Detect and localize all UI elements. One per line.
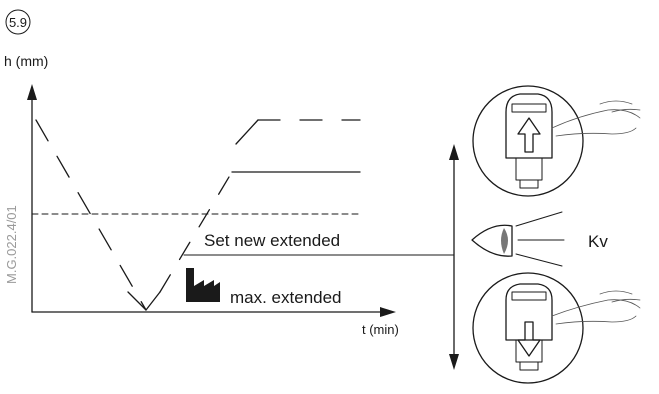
figure-badge-label: 5.9 [9,15,27,30]
x-axis-label: t (min) [362,322,399,337]
side-code: M.G.022.4/01 [4,205,19,284]
y-axis-label: h (mm) [4,53,48,69]
y-axis-arrowhead [27,84,37,100]
v-bottom [127,291,161,311]
kv-label: Kv [588,232,608,251]
adjustment-arrow [449,144,459,370]
figure-badge: 5.9 [5,9,31,35]
descending-curve [35,119,147,311]
max-extended-label: max. extended [230,288,342,307]
axes [27,84,396,317]
rising-curve-upper [235,119,259,145]
set-new-extended-label: Set new extended [204,231,340,250]
hand-press-up-icon [472,85,641,197]
x-axis-arrowhead [380,307,396,317]
curves [31,119,455,311]
hand-press-down-icon [472,272,641,384]
eye-icon [471,211,565,267]
rising-curve-lower [159,171,233,293]
factory-icon [186,268,220,302]
